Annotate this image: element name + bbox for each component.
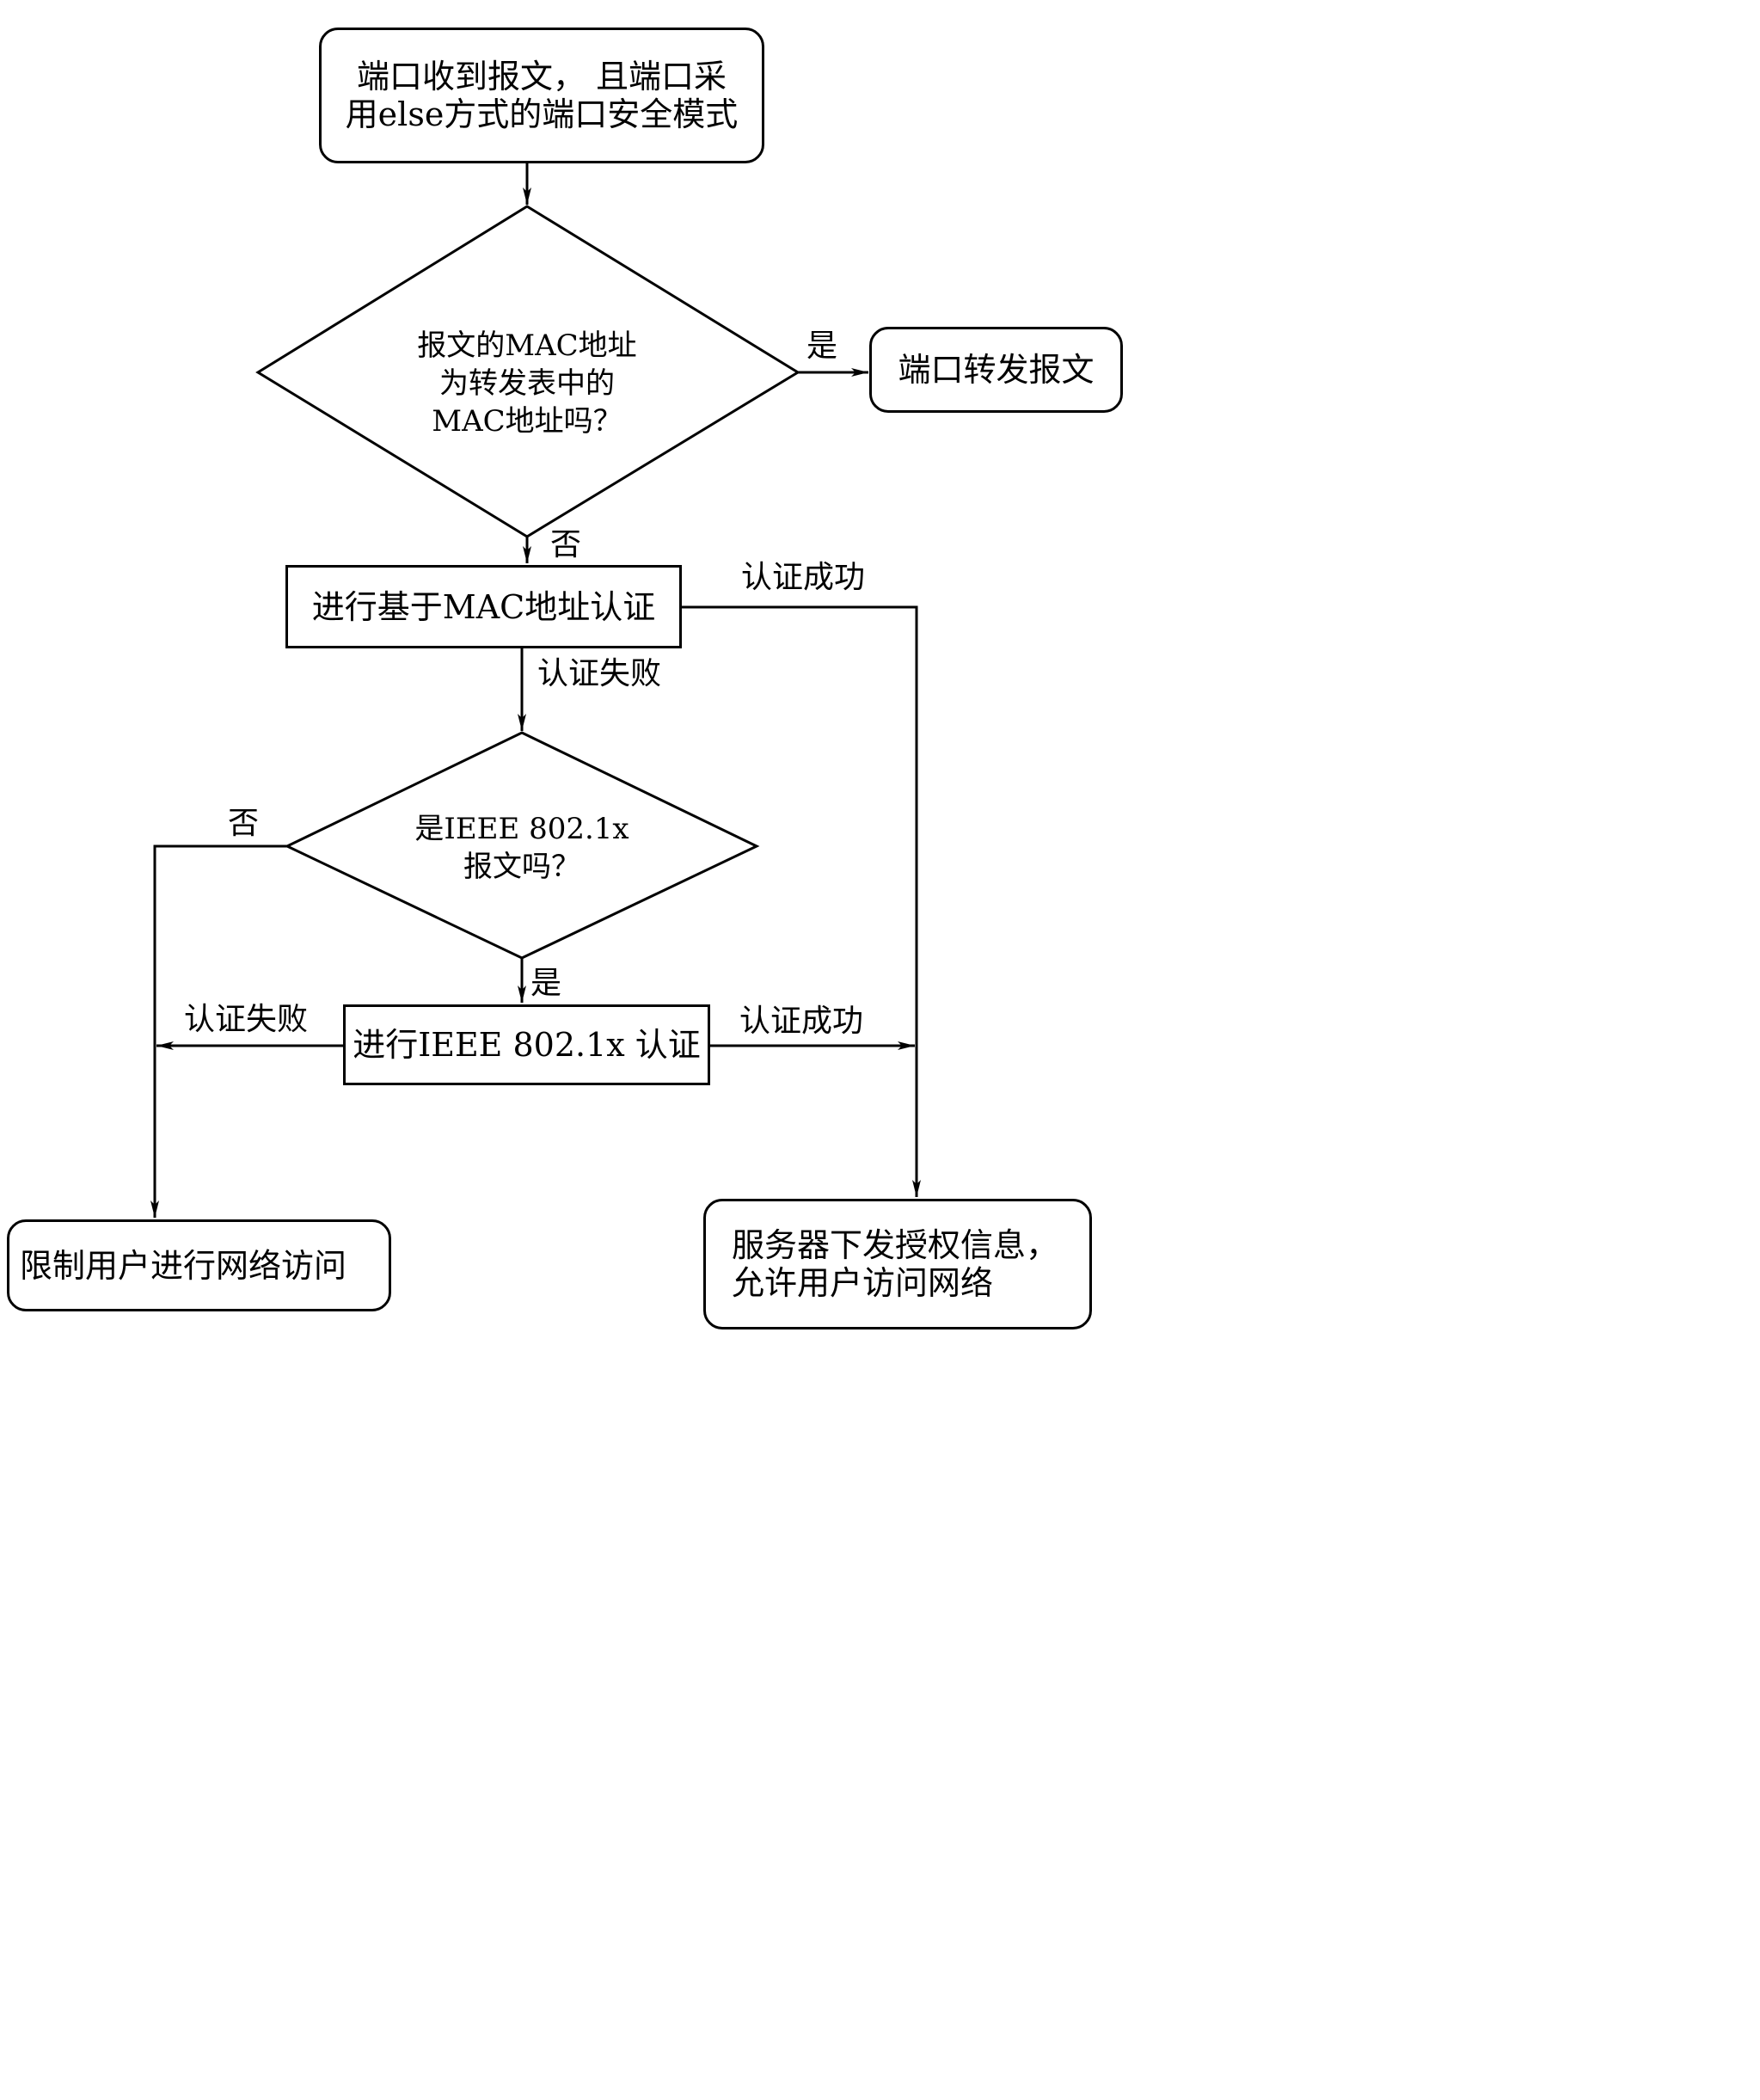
label-yes-1: 是 (806, 329, 838, 364)
label-no-2: 否 (228, 806, 260, 841)
line-no-to-restrict (150, 844, 287, 1218)
forward-node: 端口转发报文 (869, 327, 1123, 413)
label-mac-fail: 认证失败 (537, 656, 662, 691)
forward-node-text: 端口转发报文 (898, 351, 1095, 389)
label-dot1x-success: 认证成功 (739, 1004, 864, 1039)
label-mac-success: 认证成功 (741, 560, 866, 595)
flowchart-canvas (150, 163, 921, 1218)
dot1x-auth-node-text: 进行IEEE 802.1x 认证 (353, 1026, 701, 1064)
line-mac-success (681, 605, 921, 1197)
authorize-node: 服务器下发授权信息， 允许用户访问网络 (703, 1199, 1092, 1329)
decision-mac-text: 报文的MAC地址 为转发表中的 MAC地址吗？ (417, 329, 637, 439)
mac-auth-node-text: 进行基于MAC地址认证 (311, 587, 656, 626)
start-node: 端口收到报文， 且端口采 用else方式的端口安全模式 (319, 28, 764, 163)
label-no-1: 否 (550, 527, 582, 562)
mac-auth-node: 进行基于MAC地址认证 (285, 565, 682, 648)
start-node-text: 端口收到报文， 且端口采 用else方式的端口安全模式 (345, 58, 739, 133)
restrict-node: 限制用户进行网络访问 (7, 1219, 391, 1311)
restrict-node-text: 限制用户进行网络访问 (20, 1246, 347, 1285)
authorize-node-text: 服务器下发授权信息， 允许用户访问网络 (732, 1226, 1059, 1302)
decision-8021x-text: 是IEEE 802.1x 报文吗？ (414, 812, 629, 884)
label-dot1x-fail: 认证失败 (184, 1002, 309, 1037)
label-yes-2: 是 (530, 966, 562, 1001)
dot1x-auth-node: 进行IEEE 802.1x 认证 (343, 1004, 710, 1085)
